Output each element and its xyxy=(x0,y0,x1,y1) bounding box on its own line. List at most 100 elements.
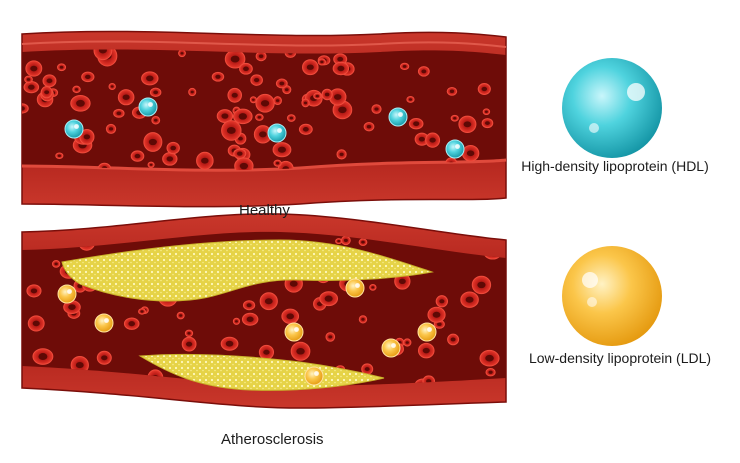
red-blood-cell xyxy=(178,49,186,58)
red-blood-cell xyxy=(224,49,246,69)
red-blood-cell xyxy=(162,152,178,166)
red-blood-cell xyxy=(403,338,412,347)
hdl-particle xyxy=(267,123,287,143)
red-blood-cell xyxy=(221,120,242,141)
red-blood-cell xyxy=(340,235,351,246)
red-blood-cell xyxy=(477,83,491,95)
healthy-vessel-inner-band xyxy=(21,158,507,172)
ldl-particle xyxy=(94,313,114,333)
red-blood-cell xyxy=(138,308,146,315)
red-blood-cell xyxy=(233,148,247,159)
red-blood-cell xyxy=(399,62,410,71)
red-blood-cell xyxy=(220,336,239,351)
atherosclerosis-vessel xyxy=(21,213,507,409)
red-blood-cell xyxy=(108,83,116,90)
red-blood-cell xyxy=(117,89,135,106)
hdl-particle xyxy=(445,139,465,159)
red-blood-cell xyxy=(166,141,180,155)
red-blood-cell xyxy=(211,71,225,82)
red-blood-cell xyxy=(461,144,480,162)
red-blood-cell xyxy=(241,312,259,326)
healthy-hdl-particles xyxy=(64,97,465,159)
red-blood-cell xyxy=(427,306,446,323)
red-blood-cell xyxy=(105,123,117,134)
ldl-particle xyxy=(304,366,324,386)
red-blood-cell xyxy=(414,132,430,146)
red-blood-cell xyxy=(259,292,278,311)
red-blood-cell xyxy=(63,300,81,315)
red-blood-cell xyxy=(336,149,347,160)
hdl-particle xyxy=(388,107,408,127)
red-blood-cell xyxy=(302,59,319,76)
red-blood-cell xyxy=(460,291,479,308)
red-blood-cell xyxy=(275,78,288,89)
red-blood-cell xyxy=(408,118,424,130)
red-blood-cell xyxy=(363,122,375,132)
atherosclerosis-ldl-particles xyxy=(57,278,437,386)
red-blood-cell xyxy=(147,161,155,168)
ldl-particle xyxy=(284,322,304,342)
red-blood-cell xyxy=(286,114,296,122)
red-blood-cell xyxy=(27,315,45,332)
red-blood-cell xyxy=(23,81,40,94)
healthy-red-cells xyxy=(22,49,494,171)
hdl-particle xyxy=(64,119,84,139)
red-blood-cell xyxy=(458,115,477,134)
red-blood-cell xyxy=(70,94,91,112)
red-blood-cell xyxy=(298,123,313,135)
red-blood-cell xyxy=(143,132,163,152)
red-blood-cell xyxy=(93,49,113,61)
red-blood-cell xyxy=(227,87,243,103)
red-blood-cell xyxy=(313,92,322,100)
red-blood-cell xyxy=(301,98,310,108)
red-blood-cell xyxy=(196,151,214,170)
hdl-legend-sphere xyxy=(562,58,662,158)
ldl-legend-sphere xyxy=(562,246,662,346)
red-blood-cell xyxy=(425,132,441,148)
red-blood-cell xyxy=(22,103,29,114)
red-blood-cell xyxy=(290,341,311,361)
red-blood-cell xyxy=(24,75,33,84)
red-blood-cell xyxy=(113,108,125,118)
red-blood-cell xyxy=(258,344,275,360)
red-blood-cell xyxy=(272,142,292,158)
ldl-particle xyxy=(57,284,77,304)
red-blood-cell xyxy=(273,96,282,106)
red-blood-cell xyxy=(319,291,339,307)
red-blood-cell xyxy=(72,85,81,94)
red-blood-cell xyxy=(79,128,95,145)
red-blood-cell xyxy=(176,311,185,320)
red-blood-cell xyxy=(184,329,194,338)
red-blood-cell xyxy=(358,315,368,324)
red-blood-cell xyxy=(479,349,500,367)
hdl-particle xyxy=(138,97,158,117)
red-blood-cell xyxy=(188,87,197,97)
red-blood-cell xyxy=(96,350,112,365)
red-blood-cell xyxy=(25,60,43,77)
red-blood-cell xyxy=(417,66,430,77)
red-blood-cell xyxy=(447,333,460,346)
healthy-caption: Healthy xyxy=(239,202,290,219)
red-blood-cell xyxy=(485,368,496,377)
red-blood-cell xyxy=(273,159,282,167)
red-blood-cell xyxy=(253,125,272,144)
red-blood-cell xyxy=(369,283,377,291)
red-blood-cell xyxy=(55,152,64,159)
red-blood-cell xyxy=(57,63,67,72)
red-blood-cell xyxy=(81,71,95,83)
red-blood-cell xyxy=(181,336,197,352)
red-blood-cell xyxy=(371,104,382,114)
ldl-particle xyxy=(345,278,365,298)
red-blood-cell xyxy=(40,86,53,99)
red-blood-cell xyxy=(32,348,54,365)
red-blood-cell xyxy=(255,93,275,113)
red-blood-cell xyxy=(321,88,333,101)
red-blood-cell xyxy=(130,150,145,162)
plaque-lower xyxy=(138,353,385,391)
red-blood-cell xyxy=(446,86,458,96)
red-blood-cell xyxy=(361,363,374,375)
red-blood-cell xyxy=(255,51,267,62)
red-blood-cell xyxy=(232,317,241,325)
hdl-legend-label: High-density lipoprotein (HDL) xyxy=(521,158,709,174)
